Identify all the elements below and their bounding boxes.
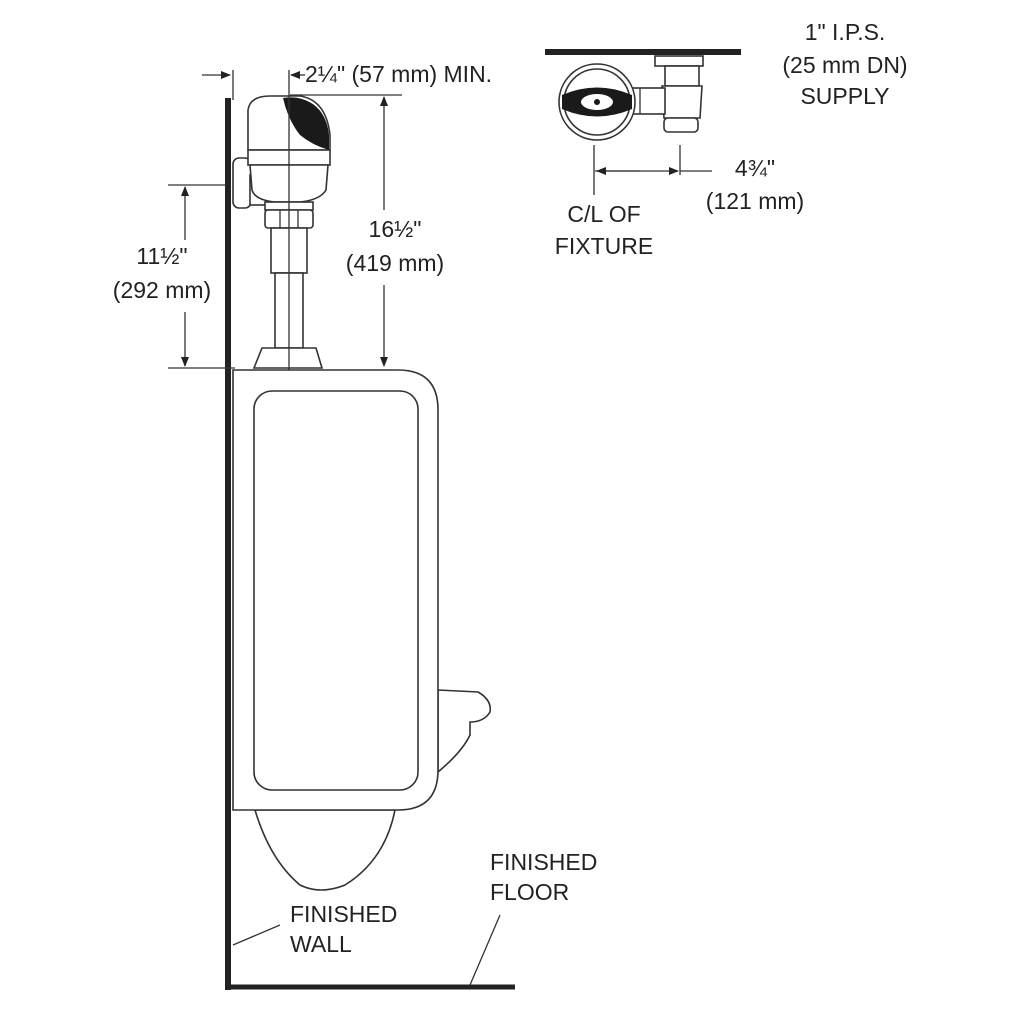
supply-size-label-3: SUPPLY: [800, 83, 889, 109]
rough-in-inches: 4¾": [735, 155, 775, 181]
sensor-window: [283, 97, 329, 150]
centerline-label-2: FIXTURE: [555, 233, 653, 259]
offset-dimension-label: 2¼" (57 mm) MIN.: [305, 61, 492, 87]
flush-valve: [232, 95, 331, 370]
finished-wall-label-1: FINISHED: [290, 901, 397, 927]
spud-height-mm: (292 mm): [113, 277, 211, 303]
valve-height-mm: (419 mm): [346, 250, 444, 276]
rough-in-mm: (121 mm): [706, 188, 804, 214]
supply-size-label-1: 1" I.P.S.: [805, 19, 886, 45]
finished-wall-label-2: WALL: [290, 931, 352, 957]
urinal-fixture: [232, 369, 492, 891]
supply-top-view: [545, 49, 741, 195]
spud-height-dimension: 11½" (292 mm): [113, 184, 235, 369]
offset-dimension: 2¼" (57 mm) MIN.: [202, 61, 492, 370]
finished-floor-label-1: FINISHED: [490, 849, 597, 875]
spud-height-inches: 11½": [136, 243, 187, 269]
supply-size-label-2: (25 mm DN): [782, 52, 907, 78]
valve-height-inches: 16½": [369, 216, 422, 242]
centerline-label-1: C/L OF: [567, 201, 640, 227]
finished-floor-label-2: FLOOR: [490, 879, 569, 905]
valve-height-dimension: 16½" (419 mm): [290, 94, 444, 367]
